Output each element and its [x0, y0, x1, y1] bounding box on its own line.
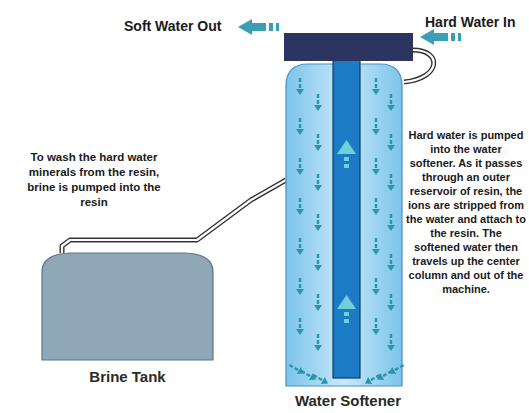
water-softener: Water Softener	[278, 30, 418, 410]
tank-label: Brine Tank	[40, 368, 215, 385]
brine-tank: Brine Tank	[40, 250, 215, 400]
note: Hard water is pumped into the water soft…	[406, 128, 526, 296]
flow-label: Soft Water Out	[124, 18, 221, 35]
note: To wash the hard water minerals from the…	[15, 150, 173, 210]
water-softener-shape	[278, 30, 418, 410]
hard-water-arrow	[420, 29, 461, 45]
tank-label: Water Softener	[278, 392, 418, 409]
soft-water-arrow	[238, 19, 279, 35]
flow-label: Hard Water In	[425, 14, 516, 31]
